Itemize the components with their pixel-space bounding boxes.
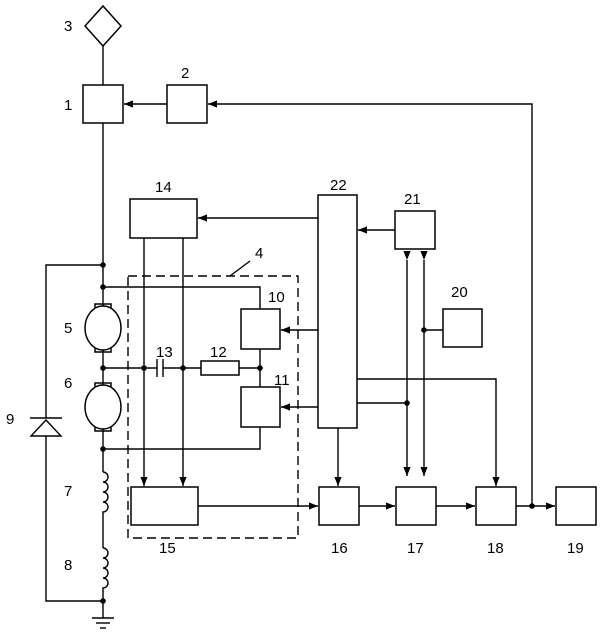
wire-bottom-from-11 — [103, 427, 260, 449]
label-5: 5 — [64, 320, 72, 337]
block-22 — [318, 195, 357, 428]
block-1 — [83, 85, 123, 123]
arrow-22-to-18 — [357, 379, 496, 486]
block-19 — [556, 487, 596, 525]
block-2 — [167, 85, 207, 123]
label-19: 19 — [567, 540, 584, 557]
label-8: 8 — [64, 557, 72, 574]
label-1: 1 — [64, 97, 72, 114]
label-7: 7 — [64, 483, 72, 500]
label-20: 20 — [451, 284, 468, 301]
block-18 — [476, 487, 516, 525]
label-17: 17 — [407, 540, 424, 557]
wire-top-to-10 — [103, 287, 260, 309]
block-12-resistor — [201, 361, 239, 375]
arrow-feedback-to-2 — [208, 104, 532, 506]
label-14: 14 — [155, 179, 172, 196]
label-3: 3 — [64, 18, 72, 35]
block-14 — [130, 199, 197, 238]
inductor-7 — [103, 472, 108, 548]
block-11 — [241, 387, 280, 427]
block-15 — [131, 487, 198, 525]
label-2: 2 — [181, 65, 189, 82]
ground-symbol — [92, 618, 114, 628]
label-4-leader — [230, 261, 250, 276]
label-13: 13 — [156, 344, 173, 361]
diode-9 — [30, 404, 62, 436]
inductor-8 — [103, 548, 108, 618]
label-9: 9 — [6, 411, 14, 428]
block-10 — [241, 309, 280, 349]
motor-5 — [85, 304, 121, 352]
block-16 — [319, 487, 359, 525]
block-17 — [396, 487, 436, 525]
block-21 — [395, 211, 435, 249]
label-18: 18 — [487, 540, 504, 557]
block-20 — [443, 309, 482, 347]
capacitor-13 — [157, 359, 163, 377]
label-11: 11 — [274, 372, 290, 389]
motor-6 — [85, 383, 121, 431]
label-16: 16 — [331, 540, 348, 557]
label-6: 6 — [64, 375, 72, 392]
label-15: 15 — [159, 540, 176, 557]
label-22: 22 — [330, 177, 347, 194]
label-4: 4 — [255, 245, 263, 262]
label-10: 10 — [268, 289, 285, 306]
block-3-diamond — [85, 6, 121, 46]
label-21: 21 — [404, 191, 421, 208]
label-12: 12 — [210, 344, 227, 361]
